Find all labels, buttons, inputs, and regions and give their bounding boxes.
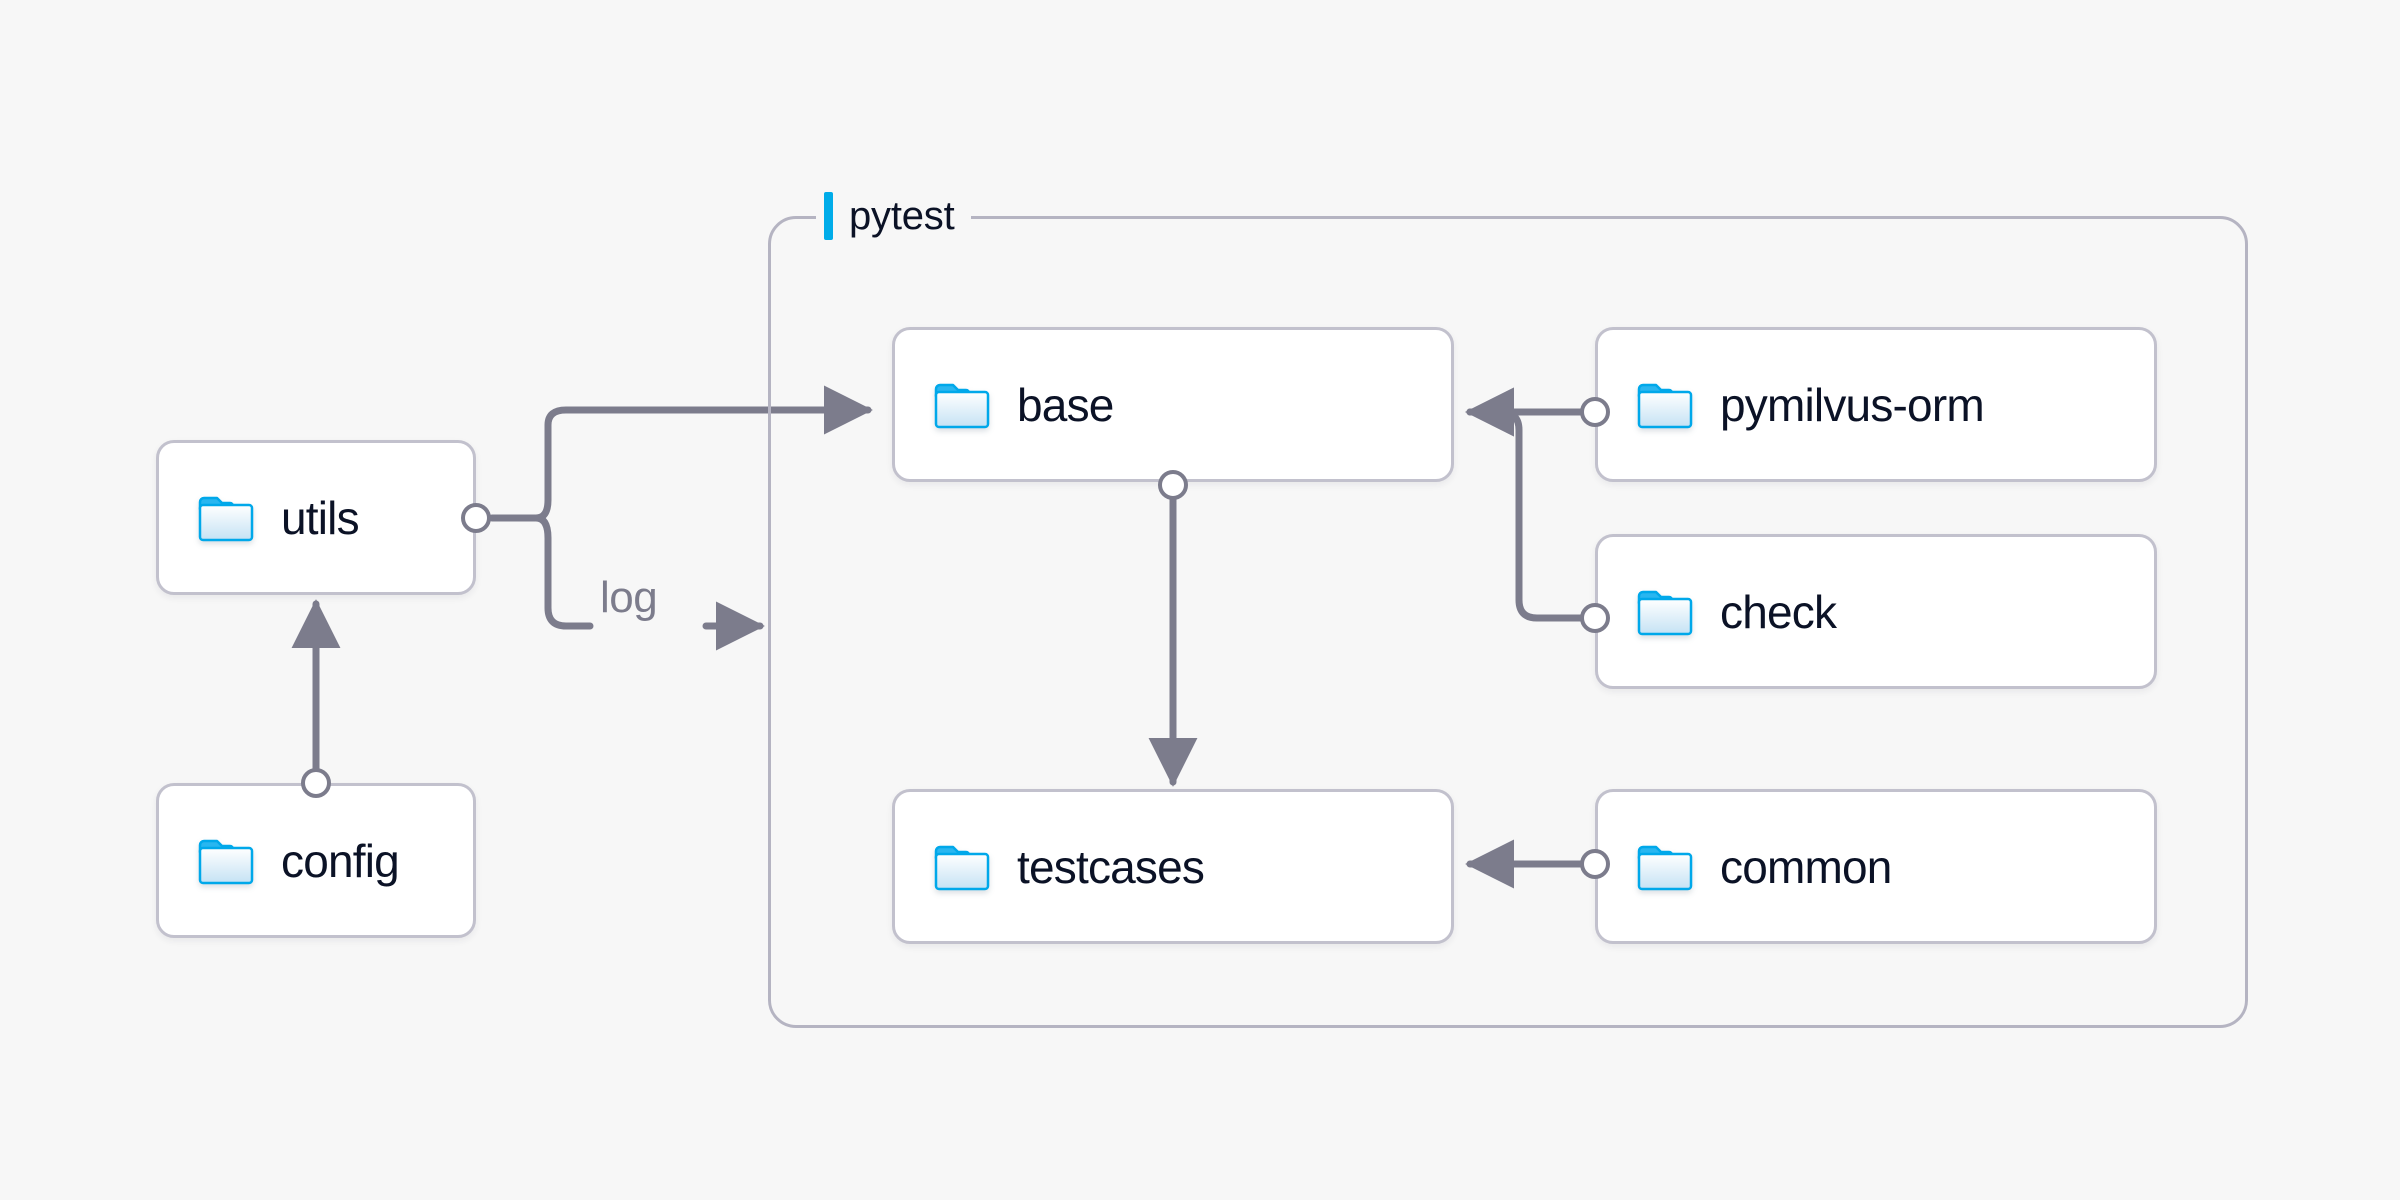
folder-icon (1637, 845, 1693, 890)
node-config-label: config (281, 834, 400, 887)
node-base-label: base (1017, 378, 1114, 431)
node-testcases-label: testcases (1017, 840, 1205, 893)
edge-label-log: log (600, 573, 658, 622)
folder-icon (198, 839, 254, 884)
node-utils[interactable]: utils (156, 440, 476, 595)
node-common-label: common (1720, 840, 1892, 893)
group-pytest[interactable] (768, 216, 2248, 1028)
node-config-content: config (159, 834, 400, 888)
node-pymilvus-orm-content: pymilvus-orm (1598, 378, 1985, 432)
folder-icon (1637, 383, 1693, 428)
node-testcases[interactable]: testcases (892, 789, 1454, 944)
node-utils-content: utils (159, 491, 360, 545)
node-utils-label: utils (281, 491, 360, 544)
node-check-content: check (1598, 585, 1837, 639)
node-pymilvus-orm[interactable]: pymilvus-orm (1595, 327, 2157, 482)
node-pymilvus-orm-label: pymilvus-orm (1720, 378, 1985, 431)
node-testcases-content: testcases (895, 840, 1205, 894)
node-common-content: common (1598, 840, 1892, 894)
folder-icon (934, 845, 990, 890)
folder-icon (934, 383, 990, 428)
port-base-bottom[interactable] (1158, 470, 1188, 500)
group-pytest-label: pytest (816, 190, 971, 242)
folder-icon (198, 496, 254, 541)
group-accent-bar (824, 192, 833, 240)
node-common[interactable]: common (1595, 789, 2157, 944)
port-utils-right[interactable] (461, 503, 491, 533)
node-check[interactable]: check (1595, 534, 2157, 689)
port-pymilvus-orm-left[interactable] (1580, 397, 1610, 427)
node-check-label: check (1720, 585, 1837, 638)
edge-utils-log (532, 514, 594, 630)
port-config-top[interactable] (301, 768, 331, 798)
node-base-content: base (895, 378, 1114, 432)
node-base[interactable]: base (892, 327, 1454, 482)
folder-icon (1637, 590, 1693, 635)
port-common-left[interactable] (1580, 849, 1610, 879)
port-check-left[interactable] (1580, 603, 1610, 633)
node-config[interactable]: config (156, 783, 476, 938)
group-title: pytest (849, 193, 955, 238)
